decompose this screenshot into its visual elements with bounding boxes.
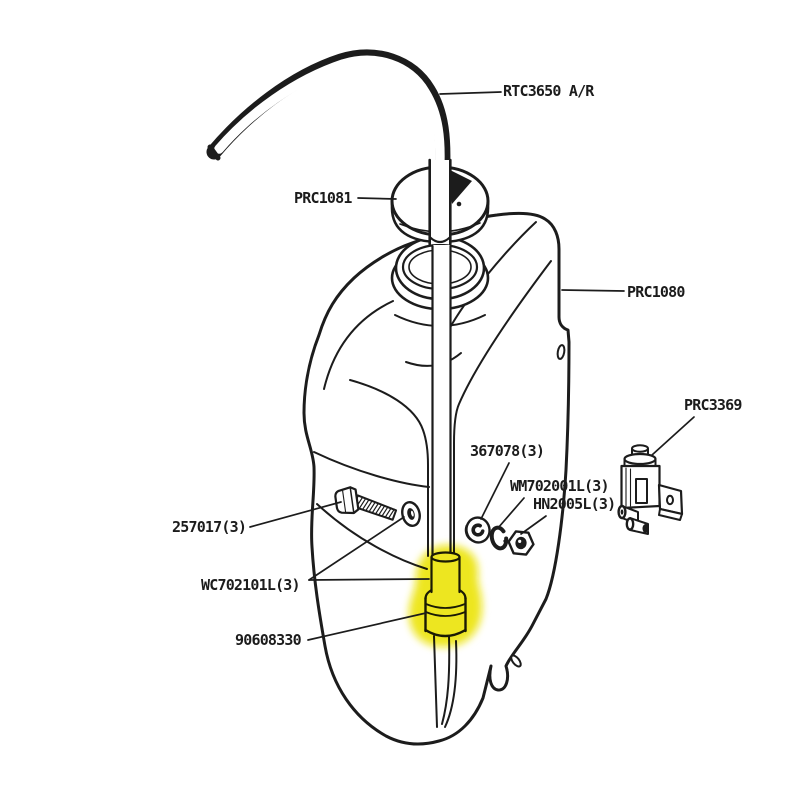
cap-drawing: [390, 158, 490, 246]
part-label-filter: 90608330: [235, 631, 302, 649]
part-label-hose: RTC3650 A/R: [503, 82, 594, 100]
washer-drawing: [401, 500, 421, 528]
part-label-spring-washer: WM702001L(3): [510, 477, 610, 495]
part-label-bush: 367078(3): [470, 442, 545, 460]
bush-drawing: [464, 516, 491, 544]
part-label-nut: HN2005L(3): [533, 495, 616, 513]
part-label-bolt: 257017(3): [172, 518, 247, 536]
part-label-bottle: PRC1080: [627, 283, 685, 301]
hose-drawing: [206, 49, 451, 188]
nut-drawing: [507, 530, 535, 556]
pump-drawing: [617, 444, 684, 535]
part-label-washer: WC702101L(3): [201, 576, 301, 594]
filter-highlight: [408, 545, 483, 648]
bolt-drawing: [334, 486, 398, 521]
leader-lines: [249, 91, 695, 641]
part-label-cap: PRC1081: [294, 189, 352, 207]
spring-washer-drawing: [489, 525, 509, 551]
part-label-pump: PRC3369: [684, 396, 742, 414]
dip-tube-drawing: [431, 244, 452, 558]
